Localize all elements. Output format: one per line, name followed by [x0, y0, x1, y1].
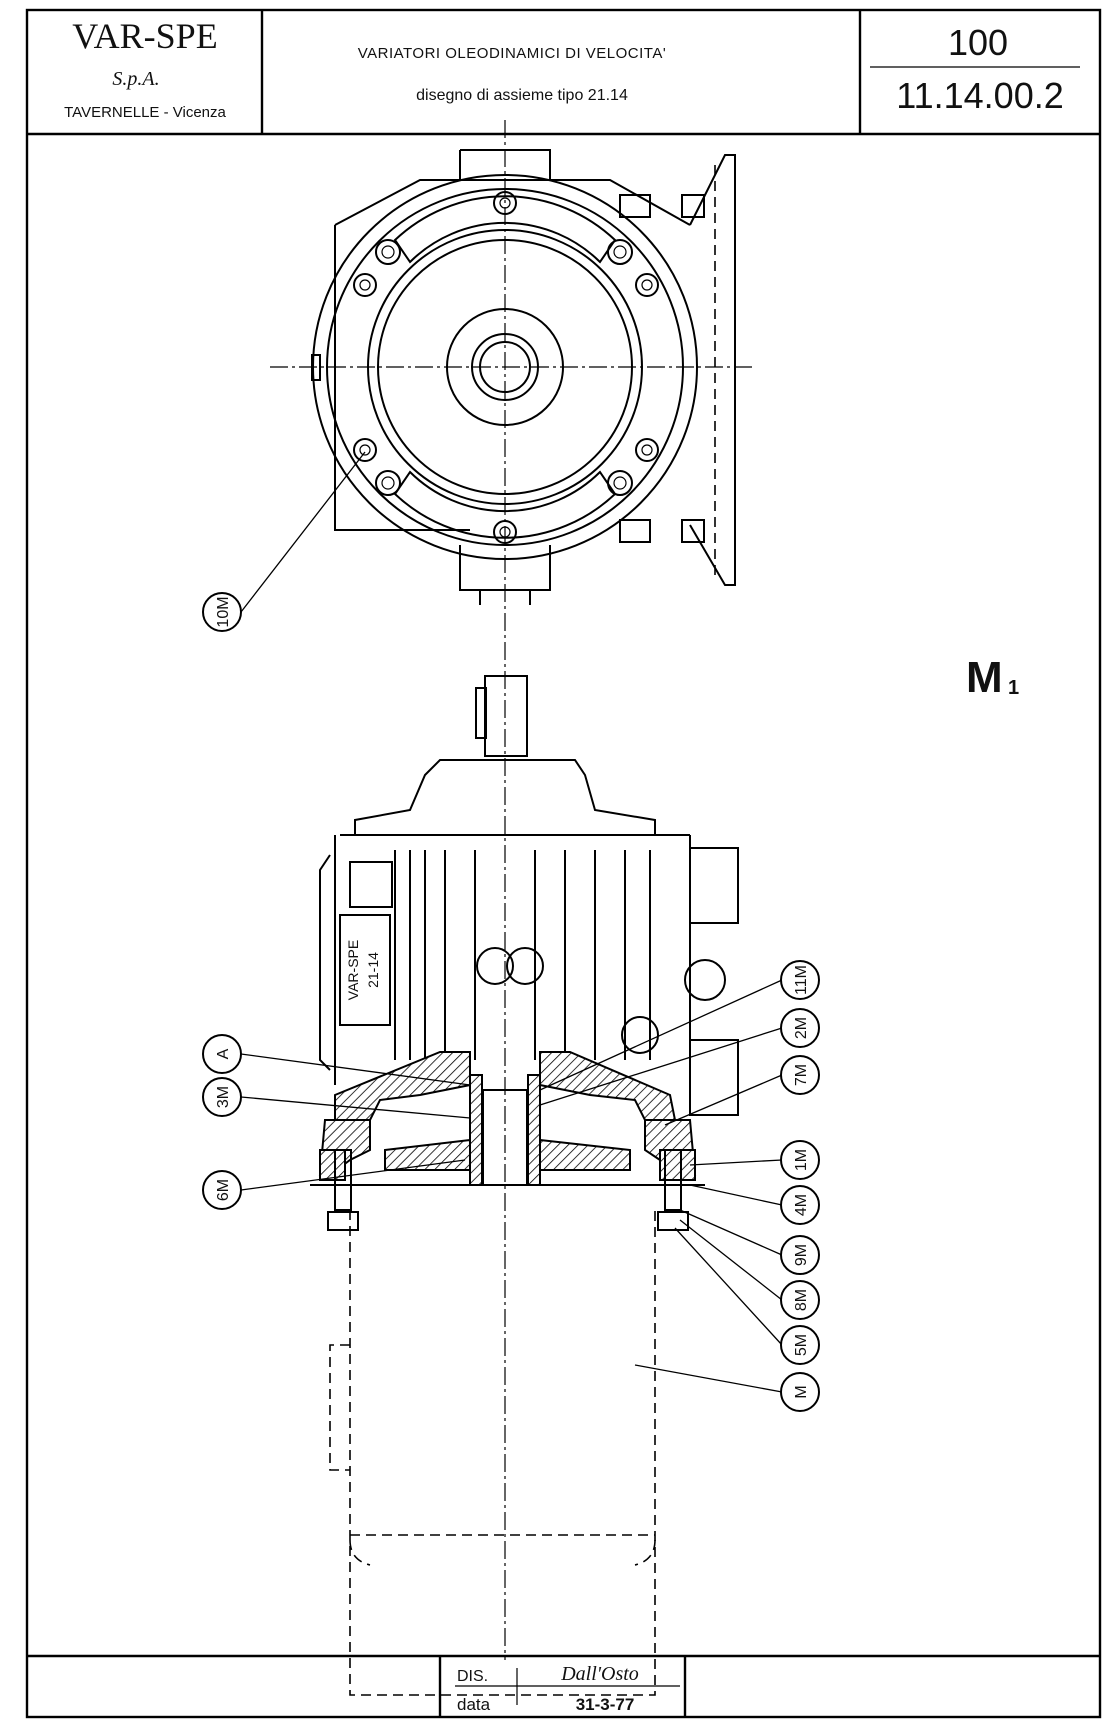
- date-label: data: [457, 1695, 491, 1714]
- callout-4M: 4M: [780, 1185, 820, 1225]
- svg-text:M: M: [793, 1385, 810, 1398]
- svg-text:3M: 3M: [215, 1086, 232, 1108]
- view-label: M 1: [966, 653, 1019, 702]
- drawing-number: 11.14.00.2: [896, 75, 1063, 116]
- drawn-label: DIS.: [457, 1668, 488, 1685]
- callout-M: M: [780, 1372, 820, 1412]
- view-label-sub: 1: [1008, 677, 1019, 699]
- footer-block: DIS. Dall'Osto data 31-3-77: [455, 1663, 680, 1714]
- part-callouts: 10M A 3M 6M 11M 2M 7M 1M: [202, 592, 820, 1412]
- company-logo-legal: S.p.A.: [112, 68, 159, 90]
- company-location: TAVERNELLE - Vicenza: [64, 104, 226, 121]
- callout-2M: 2M: [780, 1008, 820, 1048]
- svg-text:10M: 10M: [215, 596, 232, 627]
- callout-10M: 10M: [202, 592, 242, 632]
- svg-text:9M: 9M: [793, 1244, 810, 1266]
- drawing-title-line1: VARIATORI OLEODINAMICI DI VELOCITA': [358, 45, 666, 62]
- flange-bolts: [353, 191, 659, 544]
- drawing-title-line2: disegno di assieme tipo 21.14: [416, 87, 628, 104]
- svg-text:11M: 11M: [793, 965, 810, 995]
- nameplate-line1: VAR-SPE: [345, 940, 361, 1000]
- svg-text:1M: 1M: [793, 1149, 810, 1171]
- callout-9M: 9M: [780, 1235, 820, 1275]
- callout-7M: 7M: [780, 1055, 820, 1095]
- svg-text:5M: 5M: [793, 1334, 810, 1356]
- date-value: 31-3-77: [576, 1695, 635, 1714]
- sheet-number: 100: [948, 22, 1008, 63]
- callout-A: A: [202, 1034, 242, 1074]
- svg-text:6M: 6M: [215, 1179, 232, 1201]
- callout-8M: 8M: [780, 1280, 820, 1320]
- nameplate-line2: 21-14: [365, 952, 381, 988]
- end-view: [270, 120, 755, 1660]
- callout-3M: 3M: [202, 1077, 242, 1117]
- drawn-by-signature: Dall'Osto: [560, 1663, 639, 1685]
- svg-text:7M: 7M: [793, 1064, 810, 1086]
- title-block: VAR-SPE S.p.A. TAVERNELLE - Vicenza VARI…: [64, 16, 1064, 121]
- drawing-frame: [25, 8, 1102, 1719]
- callout-11M: 11M: [780, 960, 820, 1000]
- company-logo-name: VAR-SPE: [72, 16, 217, 56]
- callout-5M: 5M: [780, 1325, 820, 1365]
- view-label-main: M: [966, 653, 1003, 702]
- svg-text:8M: 8M: [793, 1289, 810, 1311]
- side-view: VAR-SPE 21-14: [310, 675, 739, 1696]
- svg-text:A: A: [215, 1048, 232, 1059]
- leader-lines: [240, 451, 783, 1393]
- callout-6M: 6M: [202, 1170, 242, 1210]
- svg-text:4M: 4M: [793, 1194, 810, 1216]
- svg-text:2M: 2M: [793, 1017, 810, 1039]
- callout-1M: 1M: [780, 1140, 820, 1180]
- cooling-fins: [394, 850, 651, 1060]
